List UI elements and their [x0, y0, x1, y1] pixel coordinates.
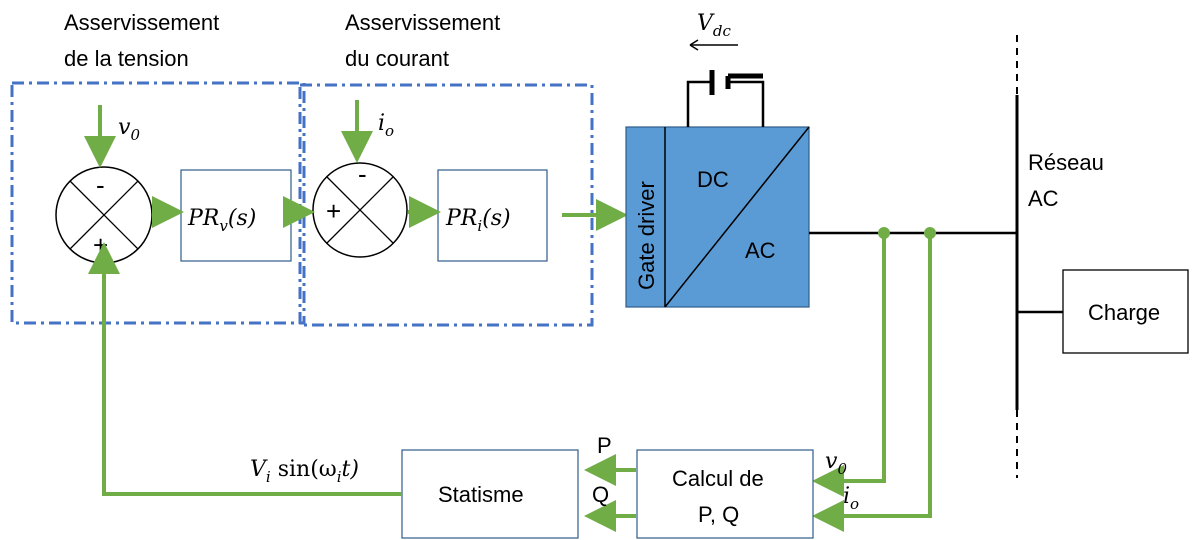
- calc-v0-label: v0: [825, 449, 847, 478]
- dc-ac-converter: [625, 126, 810, 308]
- pq-calculation-block: [636, 449, 814, 539]
- calc-io-label: io: [843, 484, 859, 513]
- dc-battery-icon: [686, 70, 765, 127]
- voltage-group-title-line1: Asservissement: [64, 10, 219, 35]
- pri-controller-block: [437, 169, 548, 262]
- load-block: [1062, 269, 1189, 354]
- current-summing-junction: [312, 162, 408, 258]
- sum2-plus-sign: +: [326, 196, 341, 226]
- droop-block: [401, 449, 579, 539]
- vdc-label: Vdc: [697, 11, 731, 40]
- feedback-path: [88, 242, 402, 496]
- grid-label-line1: Réseau: [1028, 150, 1104, 175]
- sum2-minus-sign: -: [358, 159, 367, 189]
- load-label: Charge: [1088, 300, 1160, 325]
- droop-label: Statisme: [438, 482, 524, 507]
- pq-calculation-label-line1: Calcul de: [672, 466, 764, 491]
- prv-controller-block: [180, 169, 292, 262]
- io-measurement-path: [812, 233, 932, 532]
- vdc-arrow: [689, 39, 738, 51]
- v0-reference-label: v0: [118, 115, 140, 144]
- current-group-title-line2: du courant: [345, 46, 449, 71]
- converter-ac-label: AC: [745, 238, 776, 263]
- converter-diagonal: [664, 126, 810, 308]
- current-group-title-line1: Asservissement: [345, 10, 500, 35]
- pq-calculation-label-line2: P, Q: [698, 502, 739, 527]
- converter-dc-label: DC: [697, 167, 729, 192]
- sum1-minus-sign: -: [96, 170, 105, 200]
- p-label: P: [597, 433, 612, 458]
- io-reference-label: io: [378, 111, 394, 140]
- vi-sin-label: Vi sin(ωit): [250, 457, 359, 486]
- prv-controller-label: PRv(s): [187, 206, 256, 235]
- v0-measurement-path: [812, 233, 886, 497]
- gate-driver-label: Gate driver: [634, 181, 659, 290]
- grid-label-line2: AC: [1028, 186, 1059, 211]
- voltage-group-title-line2: de la tension: [64, 46, 189, 71]
- pri-controller-label: PRi(s): [445, 206, 511, 235]
- q-label: Q: [592, 482, 609, 507]
